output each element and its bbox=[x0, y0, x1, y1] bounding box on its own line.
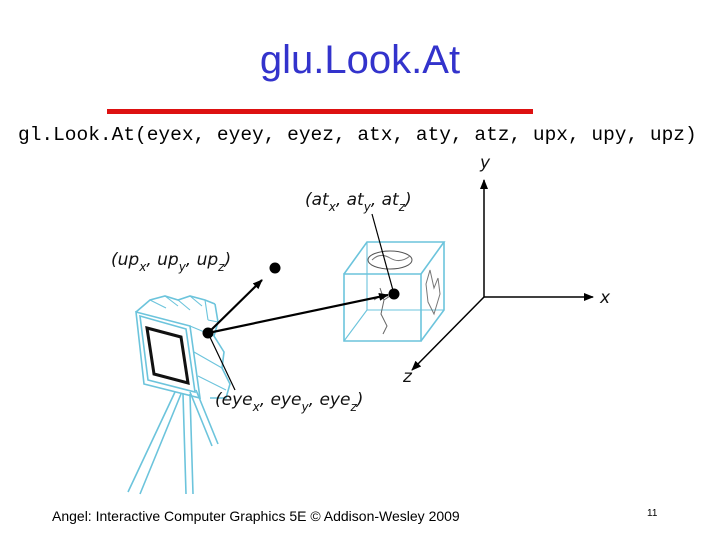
svg-text:(atx, aty, atz): (atx, aty, atz) bbox=[305, 190, 412, 214]
axis-x-label: x bbox=[599, 288, 611, 308]
at-point bbox=[388, 288, 400, 300]
slide-title: glu.Look.At bbox=[259, 38, 461, 82]
up-point bbox=[269, 262, 281, 274]
at-label: (atx, aty, atz) bbox=[305, 190, 412, 214]
axis-z-label: z bbox=[402, 367, 413, 387]
title-underline bbox=[107, 109, 533, 114]
eye-label: (eyex, eyey, eyez) bbox=[215, 390, 363, 414]
svg-text:(upx, upy, upz): (upx, upy, upz) bbox=[111, 250, 231, 274]
up-label: (upx, upy, upz) bbox=[111, 250, 231, 274]
function-signature: gl.Look.At(eyex, eyey, eyez, atx, aty, a… bbox=[18, 124, 697, 146]
view-vectors bbox=[207, 213, 395, 391]
svg-text:(eyex, eyey, eyez): (eyex, eyey, eyez) bbox=[215, 390, 363, 414]
page-number: 11 bbox=[647, 508, 658, 519]
eye-point bbox=[202, 327, 214, 339]
world-axes bbox=[411, 179, 594, 371]
axis-y-label: y bbox=[479, 153, 491, 173]
footer-citation: Angel: Interactive Computer Graphics 5E … bbox=[52, 508, 460, 524]
camera-illustration bbox=[127, 295, 231, 495]
